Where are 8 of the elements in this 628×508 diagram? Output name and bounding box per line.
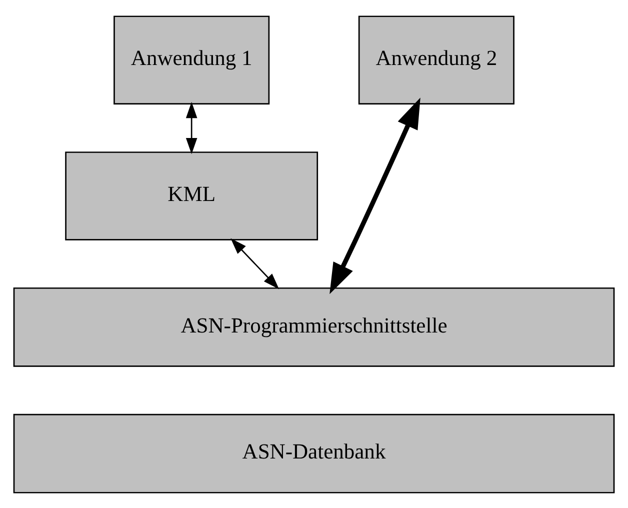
arrow (230, 238, 280, 289)
arrow (186, 101, 198, 154)
node-box: Anwendung 1 (114, 15, 270, 104)
node-box: ASN-Datenbank (13, 413, 615, 493)
node-box: ASN-Programmierschnittstelle (13, 286, 615, 366)
node-box: KML (65, 151, 318, 240)
node-box: Anwendung 2 (358, 15, 514, 104)
arrow (330, 97, 420, 294)
